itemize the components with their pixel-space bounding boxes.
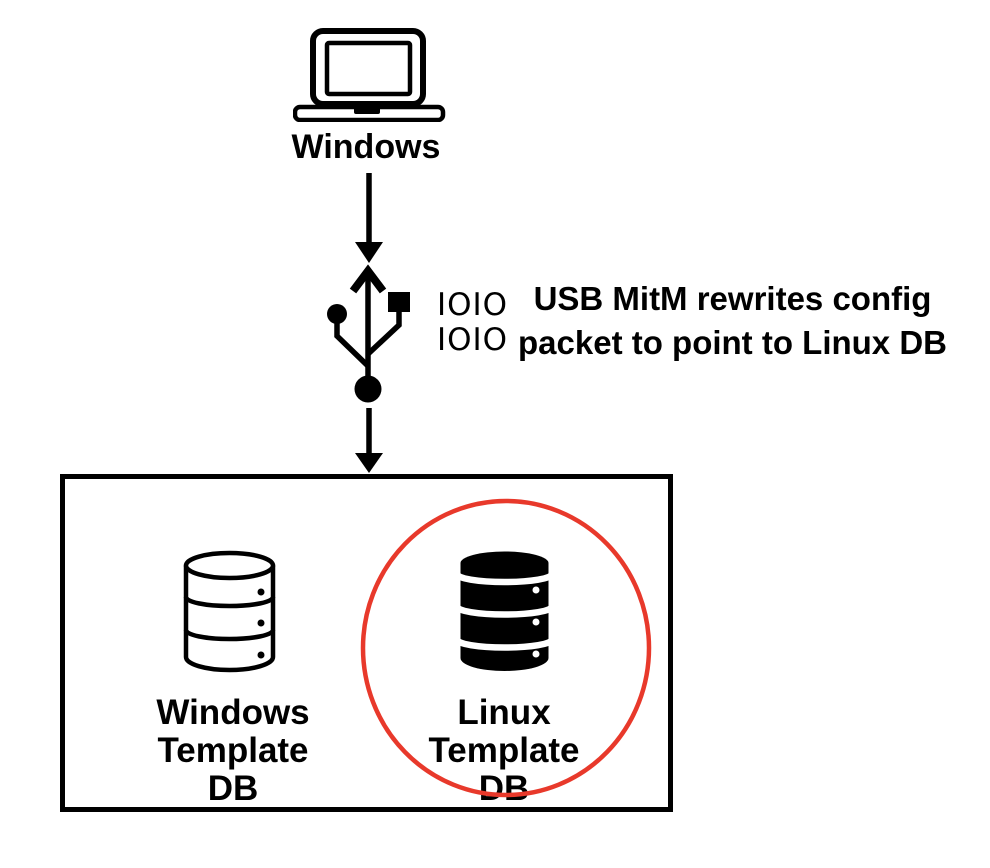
flow-arrow-top <box>355 173 383 263</box>
windows-db-label: Windows Template DB <box>133 694 333 808</box>
database-outline-icon <box>183 550 276 673</box>
linux-db-label-line1: Linux <box>457 693 551 732</box>
windows-db-label-line1: Windows <box>156 693 310 732</box>
linux-db-label-line2: Template DB <box>428 731 580 808</box>
binary-line: IOIO <box>437 287 509 323</box>
linux-db-label: Linux Template DB <box>404 694 604 808</box>
laptop-icon <box>293 28 446 122</box>
mitm-caption-line2: packet to point to Linux DB <box>518 324 947 361</box>
source-node-label: Windows <box>291 128 441 166</box>
mitm-caption: USB MitM rewrites config packet to point… <box>480 277 985 365</box>
windows-db-label-line2: Template DB <box>157 731 309 808</box>
db-container-box <box>60 474 673 812</box>
binary-line: IOIO <box>437 322 509 358</box>
binary-data-text: IOIO IOIO <box>437 288 527 358</box>
usb-icon <box>327 264 410 403</box>
database-filled-icon <box>455 551 555 671</box>
highlight-ellipse <box>360 498 652 798</box>
mitm-caption-line1: USB MitM rewrites config <box>533 280 932 317</box>
flow-arrow-bottom <box>355 408 383 473</box>
